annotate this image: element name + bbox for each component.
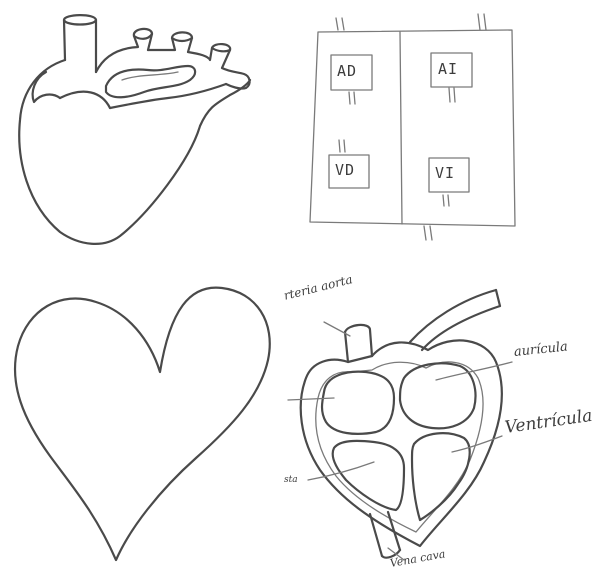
chamber-diagram bbox=[310, 14, 515, 240]
chamber-label-vd: VD bbox=[335, 163, 355, 178]
pointer-left-chamber bbox=[288, 398, 334, 400]
label-septum: sta bbox=[284, 476, 298, 485]
labeled-aorta-tube bbox=[345, 325, 372, 356]
chamber-outer-box bbox=[310, 30, 515, 226]
anatomical-heart-sketch bbox=[19, 15, 250, 244]
chamber-label-vi: VI bbox=[435, 166, 455, 181]
chamber-upper-left bbox=[322, 372, 394, 434]
chamber-label-ad: AD bbox=[337, 64, 357, 79]
chamber-divider bbox=[400, 32, 402, 224]
heart-symbol bbox=[15, 288, 270, 560]
vessel-3 bbox=[188, 44, 230, 68]
labeled-heart bbox=[288, 290, 512, 560]
vessel-1 bbox=[96, 29, 152, 72]
chamber-label-ai: AI bbox=[438, 62, 458, 77]
vessel-2 bbox=[148, 32, 192, 52]
chamber-lower-left bbox=[333, 441, 404, 510]
left-atrium-shape bbox=[106, 66, 195, 97]
